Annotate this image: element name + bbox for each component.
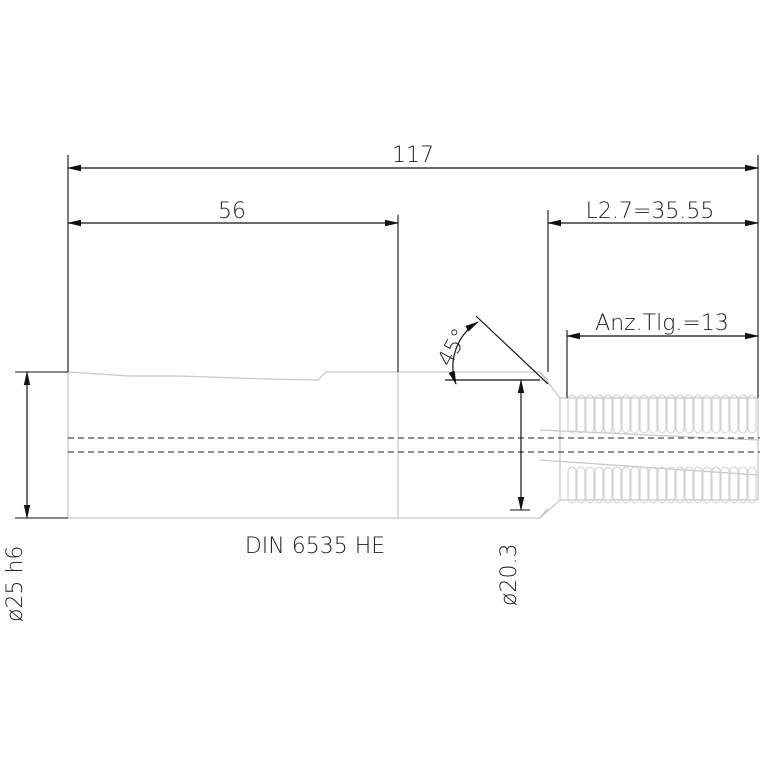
extension-lines [15,155,759,519]
standard-label: DIN 6535 HE [245,534,385,559]
dimension-lines [23,164,759,519]
tool-outline [67,371,759,519]
dim-56-label: 56 [218,199,246,224]
dim-teeth-label: Anz.Tlg.=13 [595,311,729,336]
center-line [68,437,760,453]
dimension-labels: 117 56 L2.7=35.55 Anz.Tlg.=13 45° ø25 h6… [3,143,729,622]
dim-d203-label: ø20.3 [497,544,522,606]
thread-teeth [567,394,757,504]
dim-l27-label: L2.7=35.55 [586,199,715,224]
dim-angle-label: 45° [433,325,473,371]
dim-117-label: 117 [392,143,434,168]
dim-d25-label: ø25 h6 [3,546,28,622]
